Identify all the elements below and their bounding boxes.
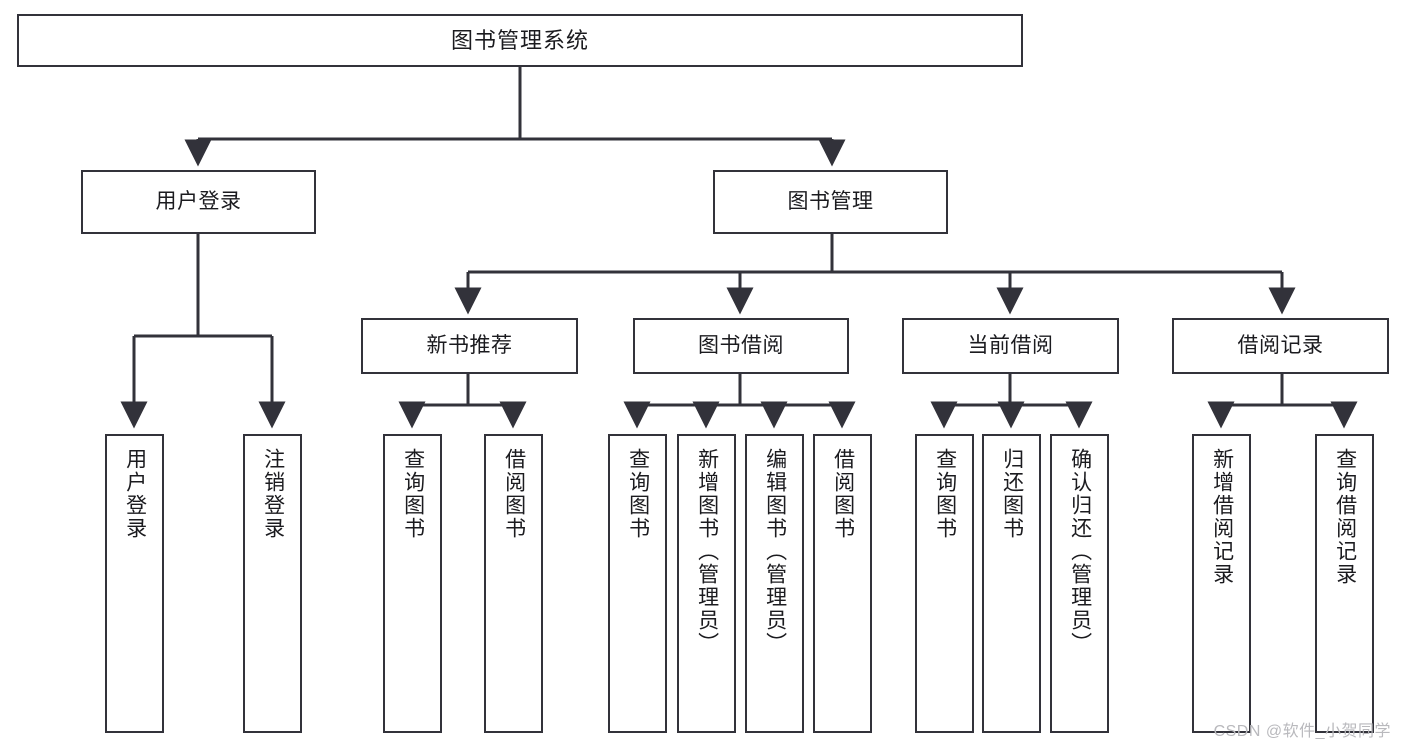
node-leaf-add-borrow-record[interactable]: 新增借阅记录	[1192, 434, 1251, 733]
node-label: 当前借阅	[967, 333, 1054, 357]
node-label: 借阅图书	[502, 448, 526, 540]
node-label: 查询图书	[933, 448, 957, 540]
node-label: 新增图书（管理员）	[695, 448, 719, 655]
node-label: 注销登录	[261, 448, 285, 540]
node-leaf-add-book[interactable]: 新增图书（管理员）	[677, 434, 736, 733]
node-leaf-query-book-3[interactable]: 查询图书	[915, 434, 974, 733]
node-label: 借阅记录	[1237, 333, 1324, 357]
node-label: 查询图书	[401, 448, 425, 540]
node-leaf-return-book[interactable]: 归还图书	[982, 434, 1041, 733]
node-label: 查询借阅记录	[1333, 448, 1357, 586]
node-leaf-borrow-book-2[interactable]: 借阅图书	[813, 434, 872, 733]
node-label: 编辑图书（管理员）	[763, 448, 787, 655]
node-current-borrow[interactable]: 当前借阅	[902, 318, 1119, 374]
node-label: 用户登录	[155, 189, 242, 213]
node-label: 图书管理	[787, 189, 874, 213]
node-leaf-borrow-book-1[interactable]: 借阅图书	[484, 434, 543, 733]
node-label: 借阅图书	[831, 448, 855, 540]
node-root-system[interactable]: 图书管理系统	[17, 14, 1023, 67]
node-borrow-record[interactable]: 借阅记录	[1172, 318, 1389, 374]
node-book-borrow[interactable]: 图书借阅	[633, 318, 849, 374]
node-new-book-recommend[interactable]: 新书推荐	[361, 318, 578, 374]
node-label: 新书推荐	[426, 333, 513, 357]
node-label: 确认归还（管理员）	[1068, 448, 1092, 655]
node-leaf-query-book-2[interactable]: 查询图书	[608, 434, 667, 733]
node-label: 归还图书	[1000, 448, 1024, 540]
node-book-management[interactable]: 图书管理	[713, 170, 948, 234]
node-user-login[interactable]: 用户登录	[81, 170, 316, 234]
node-label: 用户登录	[123, 448, 147, 540]
node-label: 图书借阅	[698, 333, 784, 357]
node-leaf-query-borrow-record[interactable]: 查询借阅记录	[1315, 434, 1374, 733]
node-label: 查询图书	[626, 448, 650, 540]
node-leaf-user-login[interactable]: 用户登录	[105, 434, 164, 733]
node-leaf-edit-book[interactable]: 编辑图书（管理员）	[745, 434, 804, 733]
node-label: 图书管理系统	[450, 27, 589, 53]
node-label: 新增借阅记录	[1210, 448, 1234, 586]
node-leaf-confirm-return[interactable]: 确认归还（管理员）	[1050, 434, 1109, 733]
node-leaf-query-book-1[interactable]: 查询图书	[383, 434, 442, 733]
node-leaf-logout-login[interactable]: 注销登录	[243, 434, 302, 733]
